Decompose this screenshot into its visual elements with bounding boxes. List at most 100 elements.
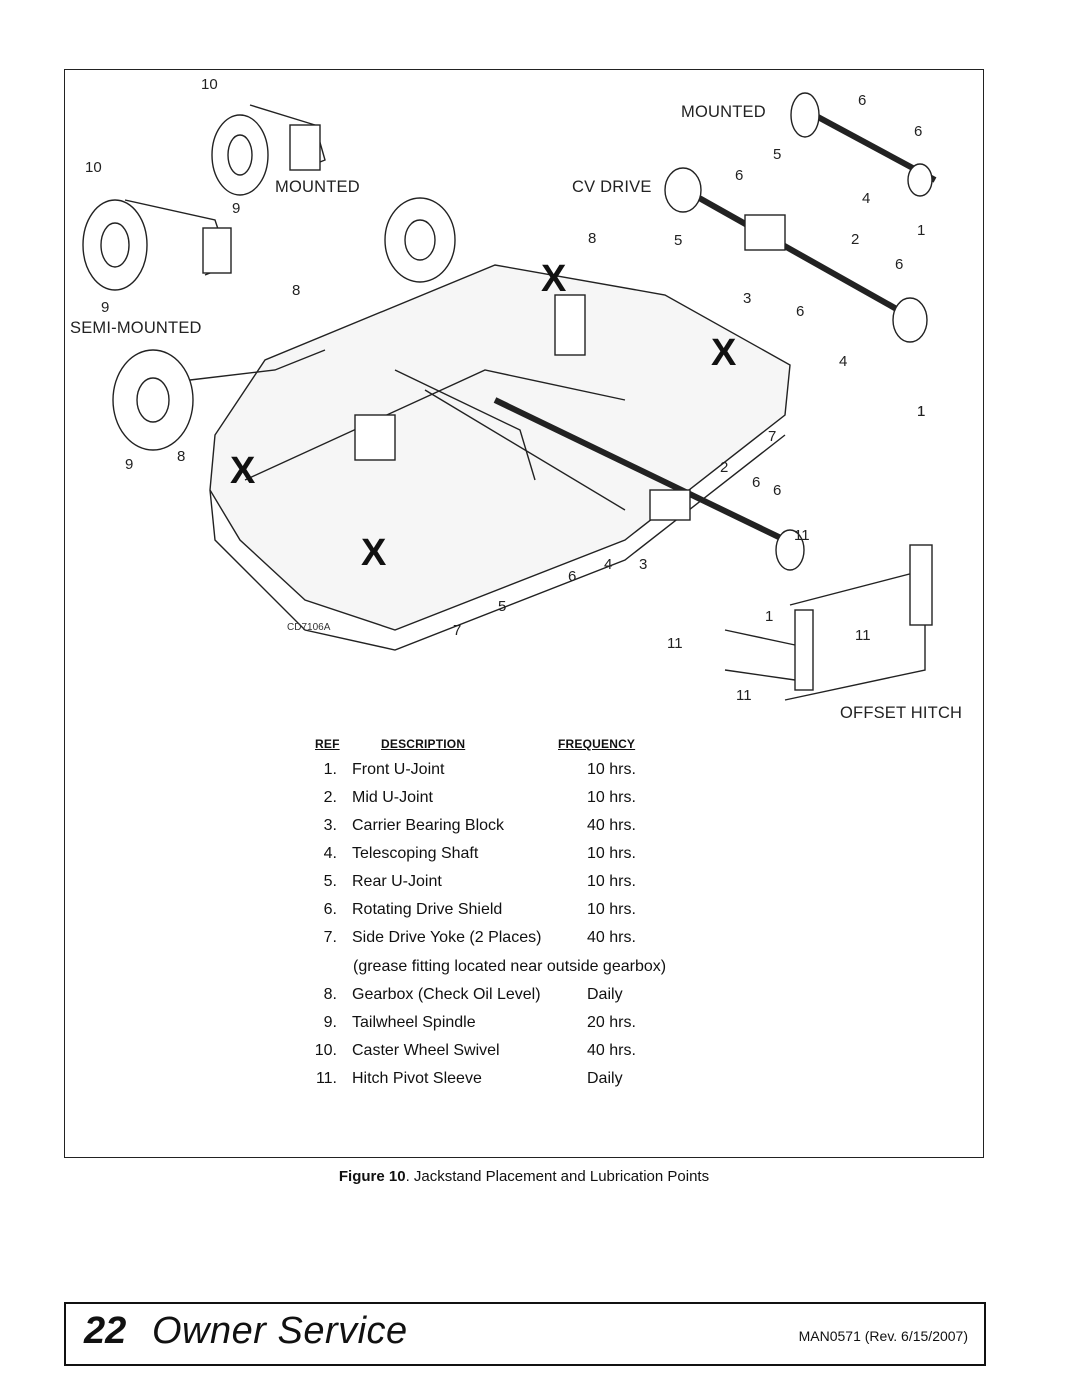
callout-label: 7 [453, 622, 462, 639]
callout-label: 6 [773, 482, 782, 499]
callout-label: 5 [773, 146, 782, 163]
mounted-shaft-drawing [790, 92, 937, 197]
callout-label: 6 [568, 568, 577, 585]
row-ref: 7. [323, 929, 337, 946]
row-description: Side Drive Yoke (2 Places) [352, 929, 542, 946]
table-row: 5. Rear U-Joint 10 hrs. [294, 873, 714, 897]
row-frequency: 10 hrs. [587, 873, 636, 890]
callout-label: 1 [917, 403, 926, 420]
callout-label: 6 [735, 167, 744, 184]
mower-lubrication-illustration [82, 92, 937, 701]
callout-label: 8 [588, 230, 597, 247]
row-ref: 8. [323, 986, 337, 1003]
table-row: 8. Gearbox (Check Oil Level) Daily [294, 986, 714, 1010]
row-ref: 2. [323, 789, 337, 806]
jackstand-mark: X [230, 450, 256, 492]
row-frequency: 10 hrs. [587, 761, 636, 778]
callout-label: 2 [720, 459, 729, 476]
callout-label: 9 [232, 200, 241, 217]
page-number: 22 [84, 1310, 127, 1352]
jackstand-mark: X [361, 532, 387, 574]
row-description: Front U-Joint [352, 761, 445, 778]
tailwheel-drawing [112, 197, 456, 451]
table-row: 4. Telescoping Shaft 10 hrs. [294, 845, 714, 869]
caption-label: Figure 10 [338, 1168, 406, 1185]
row-frequency: 40 hrs. [587, 929, 636, 946]
row-description: Gearbox (Check Oil Level) [352, 986, 541, 1003]
table-header-ref: REF [315, 737, 340, 751]
document-revision: MAN0571 (Rev. 6/15/2007) [798, 1328, 968, 1344]
callout-label: 7 [768, 428, 777, 445]
table-row: 10. Caster Wheel Swivel 40 hrs. [294, 1042, 714, 1066]
table-row: 1. Front U-Joint 10 hrs. [294, 761, 714, 785]
table-row: 6. Rotating Drive Shield 10 hrs. [294, 901, 714, 925]
row-frequency: Daily [587, 986, 623, 1003]
callout-label: 11 [794, 527, 810, 544]
view-title-cv-drive: CV DRIVE [572, 178, 652, 196]
callout-label: 6 [895, 256, 904, 273]
cv-drive-shaft-drawing [664, 167, 928, 343]
table-row: 9. Tailwheel Spindle 20 hrs. [294, 1014, 714, 1038]
row-ref: 4. [323, 845, 337, 862]
mower-deck-drawing [209, 264, 791, 651]
row-description: Rear U-Joint [352, 873, 442, 890]
row-frequency: 10 hrs. [587, 845, 636, 862]
callout-label: 11 [667, 635, 683, 652]
callout-label: 6 [914, 123, 923, 140]
callout-label: 5 [674, 232, 683, 249]
table-row: 7. Side Drive Yoke (2 Places) 40 hrs. [294, 929, 714, 953]
row-description: Telescoping Shaft [352, 845, 479, 862]
figure-caption: Figure 10. Jackstand Placement and Lubri… [64, 1168, 984, 1185]
offset-hitch-drawing [724, 544, 933, 701]
row-ref: 3. [323, 817, 337, 834]
callout-label: 8 [177, 448, 186, 465]
driveline-on-mower-drawing [493, 397, 805, 571]
row-frequency: 40 hrs. [587, 1042, 636, 1059]
view-title-mounted-cv: MOUNTED [681, 103, 766, 121]
callout-label: 1 [917, 222, 926, 239]
table-row: 3. Carrier Bearing Block 40 hrs. [294, 817, 714, 841]
callout-label: 3 [639, 556, 648, 573]
view-title-offset-hitch: OFFSET HITCH [840, 704, 963, 722]
callout-label: 6 [858, 92, 867, 109]
callout-label: 6 [752, 474, 761, 491]
callout-label: 2 [851, 231, 860, 248]
table-row: 2. Mid U-Joint 10 hrs. [294, 789, 714, 813]
section-title: Owner Service [152, 1310, 408, 1352]
table-row: 11. Hitch Pivot Sleeve Daily [294, 1070, 714, 1094]
row-ref: 11. [315, 1070, 337, 1087]
callout-label: 4 [862, 190, 871, 207]
caster-wheel-semi-drawing [82, 199, 232, 291]
row-ref: 10. [314, 1042, 337, 1059]
callout-label: 11 [855, 627, 871, 644]
row-frequency: 10 hrs. [587, 901, 636, 918]
callout-label: 10 [85, 159, 102, 176]
row-ref: 5. [323, 873, 337, 890]
table-header-frequency: FREQUENCY [558, 737, 636, 751]
view-title-mounted-wheel: MOUNTED [275, 178, 360, 196]
row-ref: 6. [323, 901, 337, 918]
callout-label: 5 [498, 598, 507, 615]
table-note: (grease fitting located near outside gea… [353, 958, 667, 975]
row-ref: 1. [323, 761, 337, 778]
jackstand-mark: X [711, 332, 737, 374]
callout-label: 9 [101, 299, 110, 316]
figure-frame: MOUNTED CV DRIVE MOUNTED SEMI-MOUNTED OF… [64, 69, 984, 1158]
drawing-code: CD7106A [287, 622, 331, 633]
callout-label: 1 [917, 403, 926, 420]
callout-label: 6 [796, 303, 805, 320]
row-description: Caster Wheel Swivel [352, 1042, 500, 1059]
callout-label: 4 [839, 353, 848, 370]
callout-label: 10 [201, 76, 218, 93]
row-frequency: 10 hrs. [587, 789, 636, 806]
row-ref: 9. [323, 1014, 337, 1031]
jackstand-mark: X [541, 258, 567, 300]
row-description: Mid U-Joint [352, 789, 433, 806]
row-frequency: 20 hrs. [587, 1014, 636, 1031]
callout-label: 3 [743, 290, 752, 307]
row-description: Hitch Pivot Sleeve [352, 1070, 482, 1087]
row-description: Carrier Bearing Block [352, 817, 505, 834]
callout-label: 4 [604, 556, 613, 573]
caption-text: . Jackstand Placement and Lubrication Po… [405, 1168, 710, 1185]
callout-label: 11 [736, 687, 752, 704]
